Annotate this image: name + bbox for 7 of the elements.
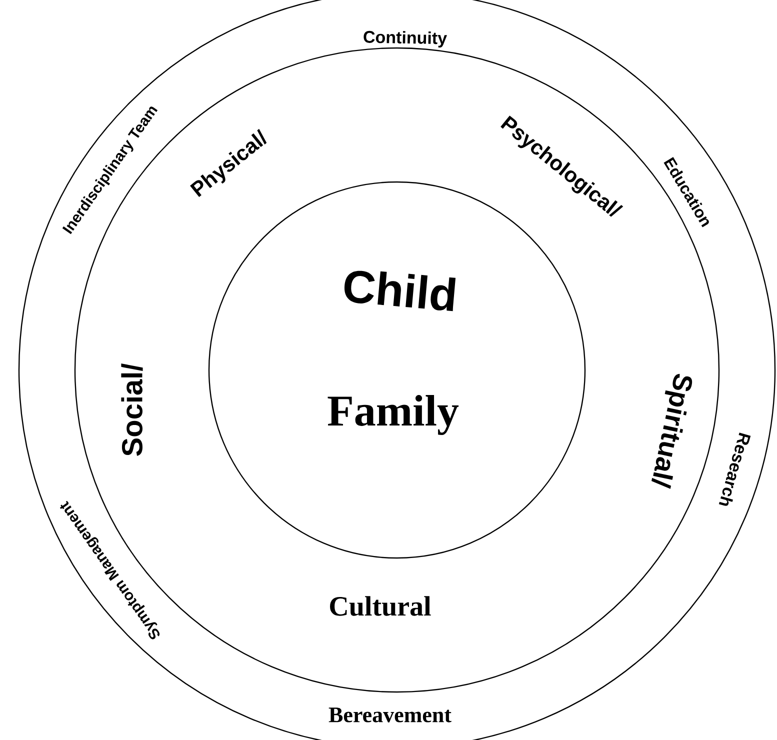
ring-label: Child	[344, 270, 456, 312]
ring-label: Social/	[121, 364, 143, 456]
ring-label: Continuity	[364, 30, 448, 48]
ring-label: Spiritual/	[651, 374, 692, 489]
ring-label: Cultural	[330, 596, 431, 616]
ring-label: Bereavement	[328, 708, 452, 722]
ring-label: Family	[328, 395, 459, 435]
